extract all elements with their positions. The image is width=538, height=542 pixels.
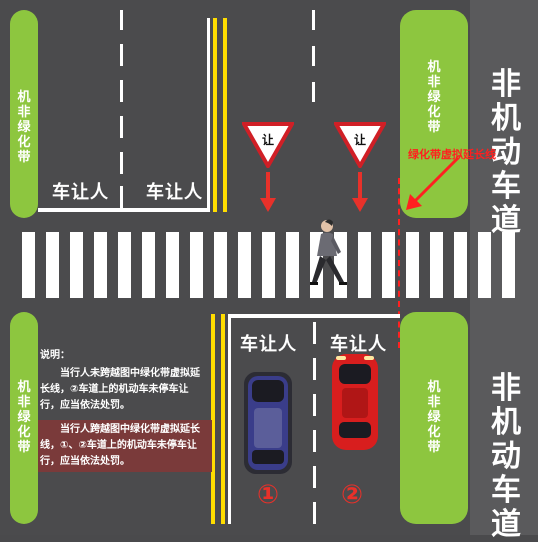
lane-dash xyxy=(120,186,123,208)
pointer-arrow-icon xyxy=(406,156,460,210)
lane-number-1: ① xyxy=(256,480,279,510)
yield-sign-text: 让 xyxy=(262,132,274,147)
yellow-center-line xyxy=(213,18,217,212)
yield-label: 车让人 xyxy=(52,182,109,203)
lane-dash xyxy=(120,116,123,138)
notes-title: 说明： xyxy=(40,350,70,361)
virtual-line-label: 绿化带虚拟延长线 xyxy=(408,148,496,161)
yield-label: 车让人 xyxy=(330,334,387,355)
car-red xyxy=(332,354,378,450)
yield-label: 车让人 xyxy=(146,182,203,203)
lane-dash xyxy=(312,46,315,66)
lane-dash xyxy=(120,80,123,102)
lane-edge-line xyxy=(207,18,210,212)
yield-sign-2: 让 xyxy=(334,122,386,168)
lane-dash xyxy=(120,152,123,174)
car-blue xyxy=(244,372,292,474)
lane-number-2: ② xyxy=(340,480,363,510)
green-belt-top-left: 机非绿化带 xyxy=(10,10,38,218)
yellow-center-line xyxy=(211,314,215,524)
stop-line-top xyxy=(38,208,210,212)
green-belt-bottom-left: 机非绿化带 xyxy=(10,312,38,524)
belt-label: 机非绿化带 xyxy=(17,90,31,165)
non-motor-lane-label-bottom: 非机动车道 xyxy=(491,371,521,542)
belt-label: 机非绿化带 xyxy=(17,380,31,455)
lane-dash xyxy=(313,358,316,380)
down-arrow-icon xyxy=(352,172,368,212)
virtual-extension-line xyxy=(398,178,402,348)
stop-line-bottom xyxy=(228,314,400,318)
notes-paragraph-2: 当行人跨越图中绿化带虚拟延长线，①、②车道上的机动车未停车让行，应当依法处罚。 xyxy=(38,420,212,472)
lane-edge-line xyxy=(228,314,231,524)
lane-dash xyxy=(120,10,123,30)
lane-dash xyxy=(312,82,315,102)
notes-paragraph-1: 当行人未跨越图中绿化带虚拟延长线，②车道上的机动车未停车让行，应当依法处罚。 xyxy=(40,368,200,411)
lane-dash xyxy=(313,394,316,416)
belt-label: 机非绿化带 xyxy=(427,60,441,135)
pedestrian-icon xyxy=(310,219,347,285)
green-belt-bottom-right: 机非绿化带 xyxy=(400,312,468,524)
lane-dash xyxy=(313,322,316,344)
belt-label: 机非绿化带 xyxy=(427,380,441,455)
down-arrow-icon xyxy=(260,172,276,212)
yield-sign-1: 让 xyxy=(242,122,294,168)
yield-sign-text: 让 xyxy=(354,132,366,147)
lane-dash xyxy=(120,44,123,66)
yield-label: 车让人 xyxy=(240,334,297,355)
non-motor-lane-label-top: 非机动车道 xyxy=(491,67,521,238)
yellow-center-line xyxy=(221,314,225,524)
lane-dash xyxy=(313,502,316,524)
zebra-crossing xyxy=(0,232,538,298)
lane-dash xyxy=(313,430,316,452)
lane-dash xyxy=(313,466,316,488)
yellow-center-line xyxy=(223,18,227,212)
lane-dash xyxy=(312,10,315,30)
